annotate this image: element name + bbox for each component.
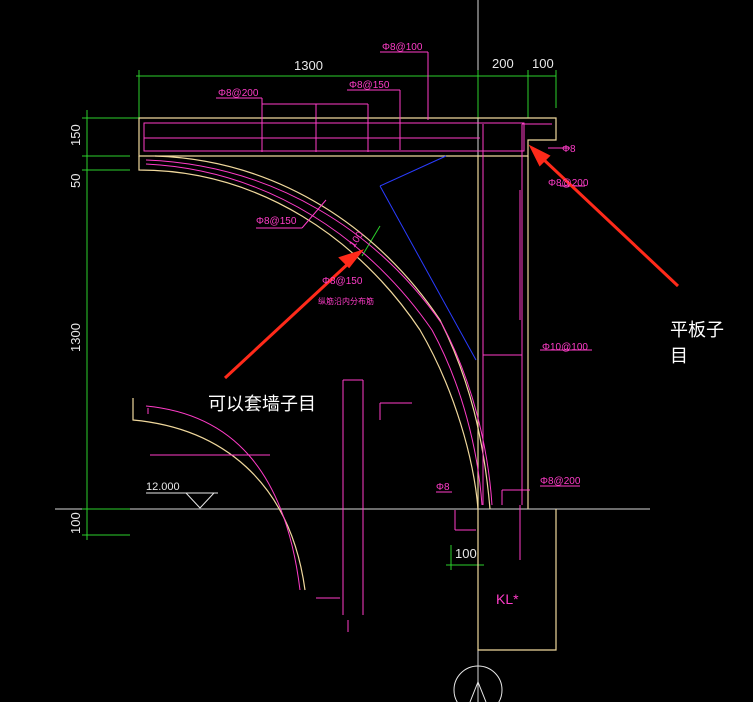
rebar-label-col-mid: Φ10@100 (542, 342, 588, 353)
blue-construction-line (379, 155, 477, 361)
dimension-lines (82, 70, 557, 570)
elevation-marker: 12.000 (146, 481, 218, 509)
beam-label: KL* (496, 591, 519, 607)
rebar-label-right-col: Φ8@200 (548, 178, 589, 189)
rebar-label-top-2: Φ8@200 (218, 88, 259, 99)
elevation-label: 12.000 (146, 481, 180, 493)
rebar-label-bot-left: Φ8 (436, 482, 450, 493)
rebar-label-top-1: Φ8@100 (382, 42, 423, 53)
dim-left-height: 1300 (68, 323, 83, 352)
slab-note-line2: 目 (670, 346, 688, 367)
dim-top-right: 100 (532, 56, 554, 71)
dim-left-bottom: 100 (68, 512, 83, 534)
rebar-label-bot-right: Φ8@200 (540, 476, 581, 487)
rebar-label-curve-2: Φ8@150 (322, 276, 363, 287)
arrow-head-slab (528, 144, 551, 167)
wall-note: 可以套墙子目 (208, 394, 316, 415)
rebar-label-curve-thickness: 100 (347, 229, 366, 249)
rebar-label-curve-note: 纵筋沿内分布筋 (318, 296, 374, 306)
dim-left-gap: 50 (68, 174, 83, 188)
dim-left-slab: 150 (68, 124, 83, 146)
dim-bottom-offset: 100 (455, 546, 477, 561)
rebar-label-top-3: Φ8@150 (349, 80, 390, 91)
annotation-arrows (223, 144, 680, 380)
rebar-label-curve-1: Φ8@150 (256, 216, 297, 227)
rebar-lines (143, 51, 592, 632)
dim-top-span: 1300 (294, 58, 323, 73)
arrow-head-wall (338, 249, 365, 269)
dim-top-mid: 200 (492, 56, 514, 71)
axis-bubble (453, 665, 503, 702)
concrete-outline (132, 117, 557, 651)
rebar-label-right-tip: Φ8 (562, 144, 576, 155)
slab-note-line1: 平板子 (670, 320, 724, 341)
